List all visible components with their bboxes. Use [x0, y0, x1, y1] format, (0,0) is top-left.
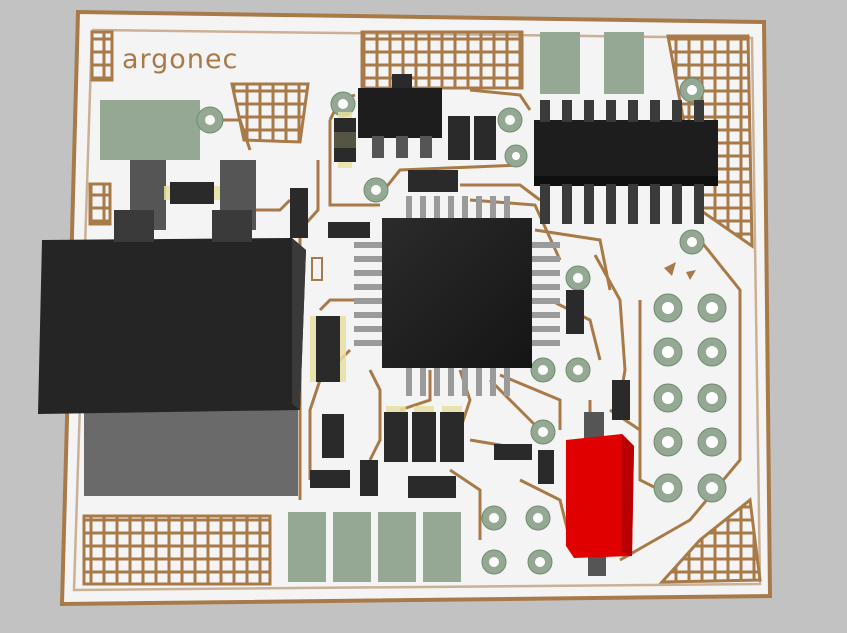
usb-b-connector	[38, 210, 306, 496]
status-led	[566, 412, 634, 576]
silkscreen-marks	[311, 257, 696, 281]
brand-label: argonec	[122, 44, 238, 75]
copper-traces	[210, 88, 742, 562]
voltage-regulator	[358, 74, 442, 158]
vias	[196, 77, 705, 575]
soic-chip	[534, 100, 718, 224]
smd-pads	[100, 32, 644, 582]
pin-header-2x5	[653, 293, 727, 503]
smd-passives	[164, 112, 630, 498]
qfp-microcontroller	[354, 196, 560, 396]
